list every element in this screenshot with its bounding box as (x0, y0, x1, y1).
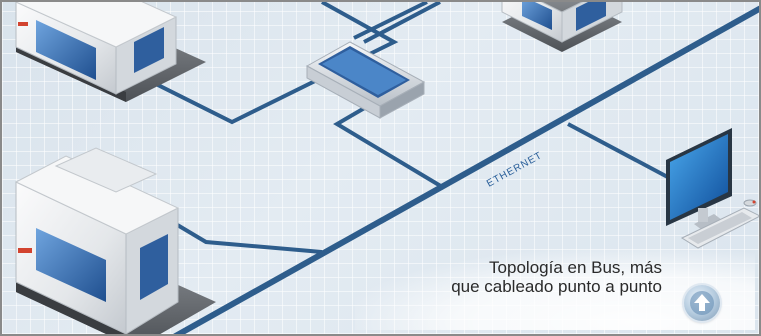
caption-line-1: Topología en Bus, más (489, 258, 662, 277)
cable-switch-top (353, 2, 428, 40)
up-arrow-button[interactable] (684, 285, 720, 321)
caption-line-2: que cableado punto a punto (451, 277, 662, 296)
ma-machine-icon (14, 147, 216, 334)
cable-switch-top2 (363, 2, 441, 44)
up-arrow-icon (690, 291, 714, 315)
computer-monitor-icon (666, 128, 759, 249)
network-switch-icon (305, 41, 426, 119)
ethernet-bus-cable (173, 5, 759, 334)
ma-machine-icon (501, 2, 623, 52)
cable-machine1-switch (111, 2, 399, 125)
ma-machine-icon (14, 2, 206, 102)
caption-text: Topología en Bus, más que cableado punto… (362, 258, 662, 296)
